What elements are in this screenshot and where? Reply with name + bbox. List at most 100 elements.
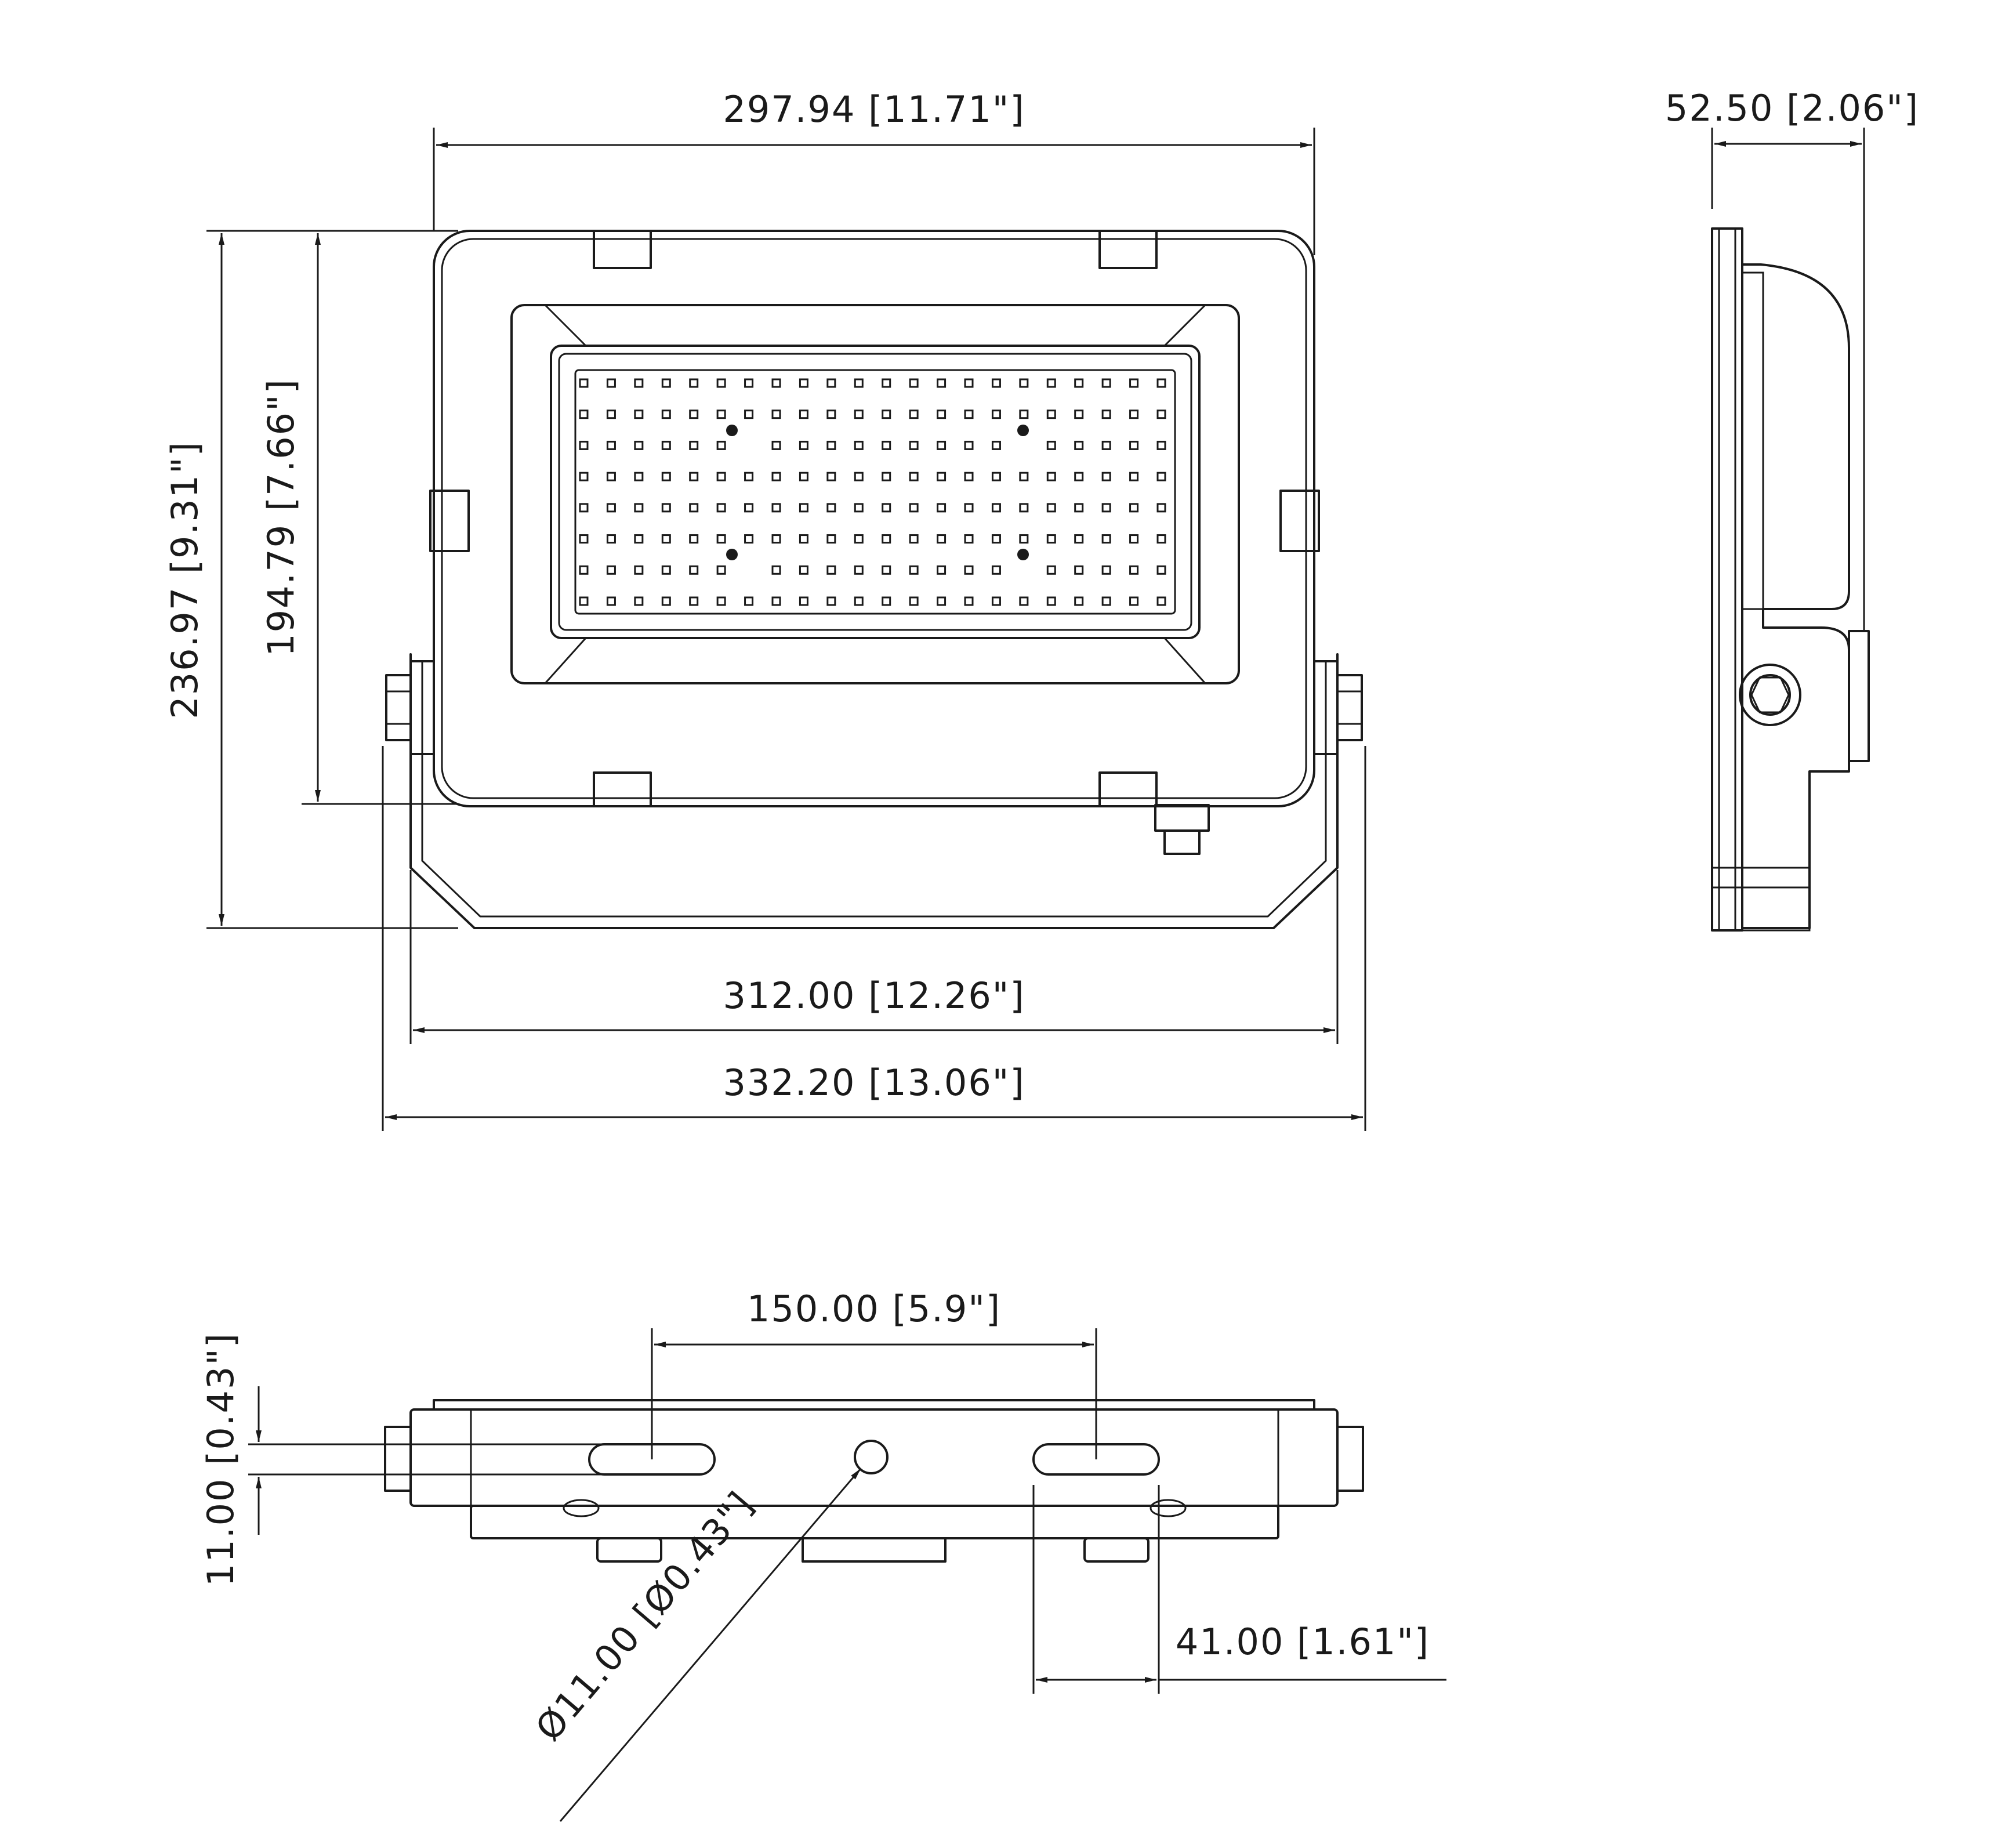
led-chip xyxy=(771,534,781,544)
led-chip xyxy=(854,440,864,450)
led-chip xyxy=(579,596,589,606)
led-chip xyxy=(579,503,589,513)
led-chip xyxy=(909,596,919,606)
led-chip xyxy=(909,534,919,544)
led-chip xyxy=(1019,472,1029,481)
led-chip xyxy=(1074,596,1084,606)
dim-label-bracket-width: 312.00 [12.26"] xyxy=(723,974,1025,1017)
lens-screw xyxy=(726,425,738,436)
led-chip xyxy=(1019,534,1029,544)
dim-slot-length: 41.00 [1.61"] xyxy=(1032,1485,1446,1694)
led-chip xyxy=(1129,472,1139,481)
led-chip xyxy=(579,534,589,544)
led-chip xyxy=(634,440,644,450)
led-chip xyxy=(826,596,836,606)
led-chip xyxy=(579,565,589,575)
led-chip xyxy=(1019,596,1029,606)
led-grid xyxy=(579,378,1166,606)
led-chip xyxy=(882,440,891,450)
led-chip xyxy=(964,440,974,450)
led-chip xyxy=(799,565,808,575)
led-chip xyxy=(991,534,1001,544)
led-chip xyxy=(634,565,644,575)
led-chip xyxy=(689,596,699,606)
led-chip xyxy=(661,534,671,544)
lens-screw xyxy=(1017,549,1029,560)
led-chip xyxy=(771,410,781,419)
led-chip xyxy=(1046,410,1056,419)
led-chip xyxy=(964,472,974,481)
led-chip xyxy=(744,503,754,513)
led-chip xyxy=(854,378,864,388)
led-chip xyxy=(882,534,891,544)
led-chip xyxy=(991,565,1001,575)
led-chip xyxy=(661,596,671,606)
side-clip-right xyxy=(1279,490,1320,552)
led-chip xyxy=(937,378,947,388)
side-view xyxy=(1711,227,1870,932)
led-chip xyxy=(606,534,616,544)
led-chip xyxy=(826,440,836,450)
led-chip xyxy=(937,565,947,575)
led-chip xyxy=(771,565,781,575)
led-chip xyxy=(606,472,616,481)
dim-front-width: 297.94 [11.71"] xyxy=(433,88,1315,255)
lens-screw xyxy=(726,549,738,560)
led-chip xyxy=(1074,472,1084,481)
led-chip xyxy=(1156,565,1166,575)
center-hole xyxy=(854,1440,889,1474)
led-chip xyxy=(771,596,781,606)
led-chip xyxy=(826,410,836,419)
led-chip xyxy=(937,503,947,513)
led-chip xyxy=(716,596,726,606)
led-chip xyxy=(1074,503,1084,513)
dim-label-side-depth: 52.50 [2.06"] xyxy=(1665,87,1919,129)
led-chip xyxy=(606,596,616,606)
led-chip xyxy=(606,565,616,575)
led-chip xyxy=(689,378,699,388)
led-chip xyxy=(689,534,699,544)
led-chip xyxy=(909,565,919,575)
led-chip xyxy=(799,534,808,544)
led-chip xyxy=(579,378,589,388)
led-chip xyxy=(1074,378,1084,388)
led-chip xyxy=(854,596,864,606)
dim-label-front-height-total: 236.97 [9.31"] xyxy=(164,441,206,719)
led-chip xyxy=(991,378,1001,388)
led-chip xyxy=(661,565,671,575)
led-chip xyxy=(991,472,1001,481)
bottom-tab-left xyxy=(593,771,652,807)
led-chip xyxy=(1046,596,1056,606)
led-chip xyxy=(1101,472,1111,481)
led-chip xyxy=(854,503,864,513)
led-chip xyxy=(744,596,754,606)
led-chip xyxy=(854,534,864,544)
led-chip xyxy=(606,410,616,419)
led-chip xyxy=(909,503,919,513)
led-chip xyxy=(1101,534,1111,544)
led-chip xyxy=(937,472,947,481)
lens-screw xyxy=(1017,425,1029,436)
led-chip xyxy=(661,472,671,481)
led-chip xyxy=(964,596,974,606)
led-chip xyxy=(854,410,864,419)
led-chip xyxy=(964,378,974,388)
cable-gland xyxy=(1154,804,1210,832)
led-chip xyxy=(634,503,644,513)
led-chip xyxy=(661,503,671,513)
dim-front-height-total: 236.97 [9.31"] xyxy=(164,230,458,929)
led-chip xyxy=(716,534,726,544)
led-chip xyxy=(1046,534,1056,544)
led-chip xyxy=(689,440,699,450)
housing-inner xyxy=(441,238,1307,799)
led-chip xyxy=(661,378,671,388)
led-chip xyxy=(716,410,726,419)
led-chip xyxy=(579,440,589,450)
led-chip xyxy=(634,378,644,388)
dim-side-depth: 52.50 [2.06"] xyxy=(1665,87,1919,632)
led-chip xyxy=(937,440,947,450)
dim-label-front-height-body: 194.79 [7.66"] xyxy=(260,378,302,657)
led-chip xyxy=(882,565,891,575)
led-chip xyxy=(1074,440,1084,450)
led-chip xyxy=(1129,534,1139,544)
